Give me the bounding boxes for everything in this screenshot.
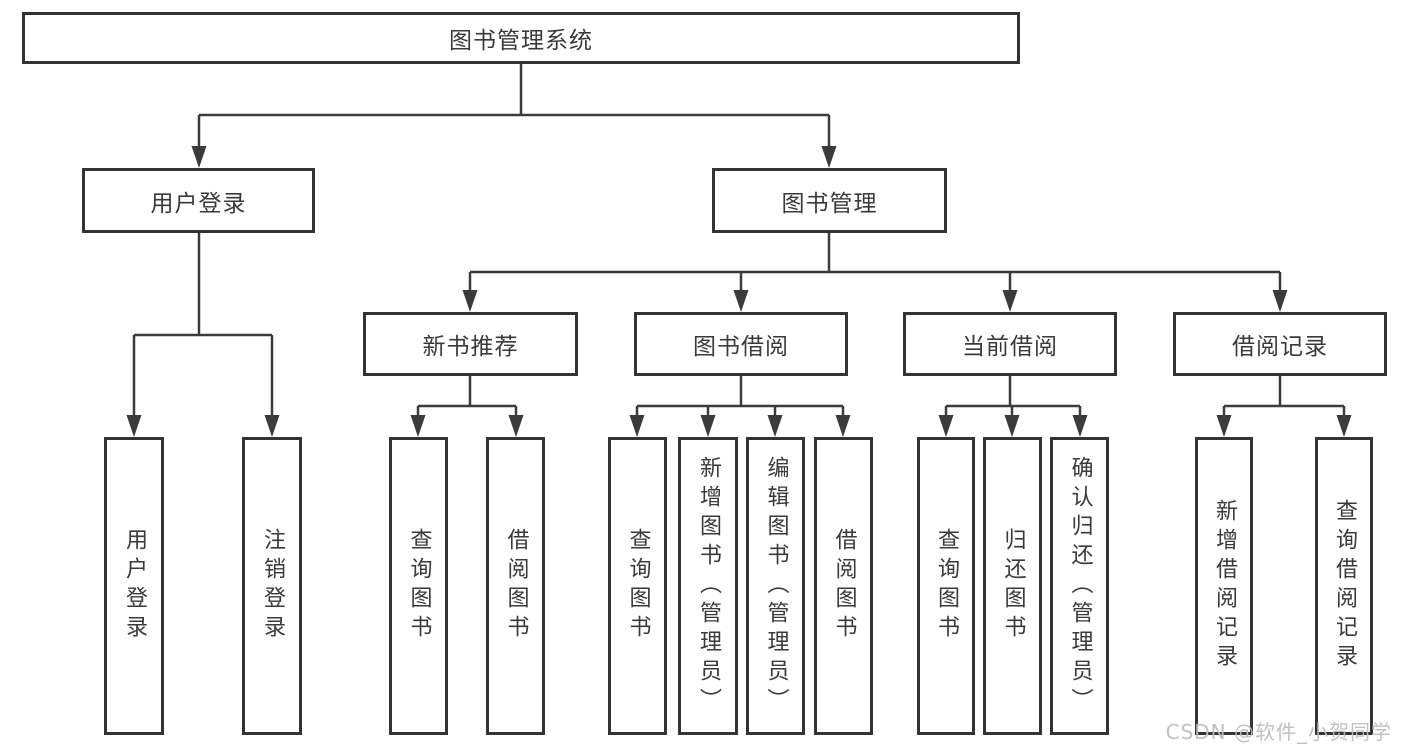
node-current-borrow: 当前借阅	[903, 312, 1117, 376]
node-new-book-rec: 新书推荐	[363, 312, 578, 376]
node-bb-query-label: 查询图书	[625, 528, 651, 644]
node-user-login: 用户登录	[82, 168, 315, 233]
node-bb-query: 查询图书	[608, 437, 667, 735]
node-cb-return-label: 归还图书	[1000, 528, 1026, 644]
node-logout-label: 注销登录	[260, 528, 285, 644]
node-cb-query-label: 查询图书	[934, 528, 959, 644]
node-nbr-borrow-label: 借阅图书	[503, 528, 529, 644]
node-borrow-records-label: 借阅记录	[1232, 334, 1328, 360]
node-root: 图书管理系统	[22, 12, 1020, 64]
node-book-borrow: 图书借阅	[634, 312, 848, 376]
node-nbr-query: 查询图书	[389, 437, 448, 735]
node-login: 用户登录	[104, 437, 164, 735]
node-br-query-label: 查询借阅记录	[1332, 499, 1357, 673]
node-login-label: 用户登录	[122, 528, 147, 644]
watermark: CSDN @软件_小贺同学	[1165, 720, 1392, 744]
node-cb-confirm: 确认归还（管理员）	[1050, 437, 1109, 735]
node-cb-confirm-label: 确认归还（管理员）	[1067, 455, 1093, 717]
node-bb-add: 新增图书（管理员）	[678, 437, 738, 735]
node-root-label: 图书管理系统	[449, 28, 593, 54]
node-br-query: 查询借阅记录	[1315, 437, 1373, 735]
node-bb-borrow: 借阅图书	[814, 437, 873, 735]
node-new-book-rec-label: 新书推荐	[422, 334, 519, 360]
node-br-add-label: 新增借阅记录	[1212, 499, 1237, 673]
node-bb-borrow-label: 借阅图书	[831, 528, 857, 644]
node-book-mgmt: 图书管理	[712, 168, 947, 233]
node-borrow-records: 借阅记录	[1173, 312, 1387, 376]
node-br-add: 新增借阅记录	[1195, 437, 1253, 735]
node-logout: 注销登录	[242, 437, 302, 735]
node-user-login-label: 用户登录	[150, 190, 247, 217]
node-cb-return: 归还图书	[983, 437, 1042, 735]
node-nbr-query-label: 查询图书	[406, 528, 432, 644]
node-cb-query: 查询图书	[917, 437, 975, 735]
node-bb-add-label: 新增图书（管理员）	[696, 455, 721, 717]
node-bb-edit-label: 编辑图书（管理员）	[763, 455, 789, 717]
node-book-borrow-label: 图书借阅	[693, 334, 789, 360]
node-bb-edit: 编辑图书（管理员）	[746, 437, 805, 735]
node-nbr-borrow: 借阅图书	[486, 437, 545, 735]
node-book-mgmt-label: 图书管理	[781, 190, 878, 217]
node-current-borrow-label: 当前借阅	[962, 334, 1058, 360]
